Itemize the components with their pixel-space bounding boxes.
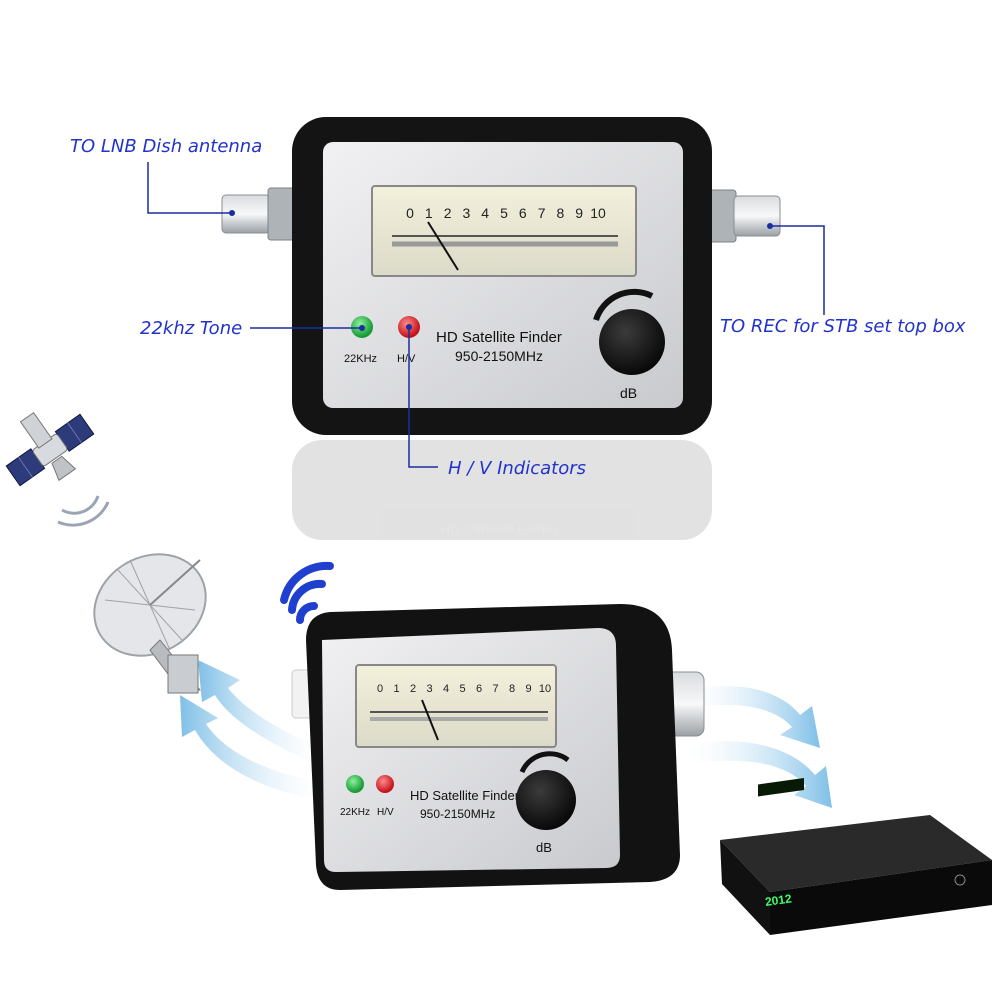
- callout-rec: TO REC for STB set top box: [720, 316, 966, 337]
- callout-lnb: TO LNB Dish antenna: [70, 136, 263, 157]
- rec-connector: [707, 189, 781, 243]
- scale-mark-4: 4: [481, 205, 489, 221]
- bottom-signal-meter: [355, 664, 557, 748]
- satellite-signal-icon: [57, 495, 110, 527]
- scale-mark-8: 8: [509, 683, 515, 695]
- signal-arrow-left: [180, 660, 320, 800]
- bottom-finder-title: HD Satellite Finder: [410, 788, 520, 803]
- bottom-finder-frequency: 950-2150MHz: [420, 807, 495, 821]
- bottom-led-hv: [376, 775, 394, 793]
- bottom-led-22khz: [346, 775, 364, 793]
- scale-mark-0: 0: [377, 683, 383, 695]
- scale-mark-4: 4: [443, 683, 449, 695]
- scale-mark-6: 6: [476, 683, 482, 695]
- scale-mark-1: 1: [393, 683, 399, 695]
- scale-mark-5: 5: [459, 683, 465, 695]
- bottom-gain-knob: [516, 770, 576, 830]
- scale-mark-9: 9: [575, 205, 583, 221]
- scale-mark-8: 8: [557, 205, 565, 221]
- bottom-led-hv-label: H/V: [377, 807, 394, 818]
- reflection-text: HD Satellite Finder: [440, 522, 558, 538]
- satellite-icon: [5, 411, 95, 487]
- scale-mark-3: 3: [463, 205, 471, 221]
- led-22khz-label: 22KHz: [344, 353, 377, 365]
- callout-hv-indicators: H / V Indicators: [448, 458, 586, 479]
- bottom-led-22khz-label: 22KHz: [340, 807, 370, 818]
- callout-dots: [229, 210, 773, 331]
- finder-reflection: HD Satellite Finder: [292, 440, 712, 540]
- scale-mark-1: 1: [425, 205, 433, 221]
- scale-mark-3: 3: [426, 683, 432, 695]
- scale-mark-9: 9: [525, 683, 531, 695]
- callout-lines: [147, 162, 825, 468]
- scale-mark-7: 7: [538, 205, 546, 221]
- satellite-dish-icon: [93, 553, 207, 694]
- scale-mark-2: 2: [410, 683, 416, 695]
- finder-frequency: 950-2150MHz: [455, 348, 543, 364]
- bottom-db-label: dB: [536, 840, 552, 855]
- stb-display-panel: [758, 778, 804, 797]
- gain-knob[interactable]: [599, 309, 665, 375]
- signal-arrow-right: [690, 686, 832, 808]
- scale-mark-0: 0: [406, 205, 414, 221]
- scale-mark-10: 10: [539, 683, 551, 695]
- db-label: dB: [620, 385, 637, 401]
- led-hv-label: H/V: [397, 353, 416, 365]
- set-top-box-icon: 2012: [720, 778, 992, 935]
- scale-mark-10: 10: [590, 205, 606, 221]
- scale-mark-6: 6: [519, 205, 527, 221]
- power-button-icon: [954, 874, 966, 886]
- stb-display: 2012: [764, 891, 793, 909]
- signal-meter: [371, 185, 637, 277]
- callout-22khz-tone: 22khz Tone: [140, 318, 243, 339]
- finder-title: HD Satellite Finder: [436, 329, 562, 346]
- scale-mark-7: 7: [492, 683, 498, 695]
- scale-mark-2: 2: [444, 205, 452, 221]
- meter-needle: [427, 221, 459, 271]
- scale-mark-5: 5: [500, 205, 508, 221]
